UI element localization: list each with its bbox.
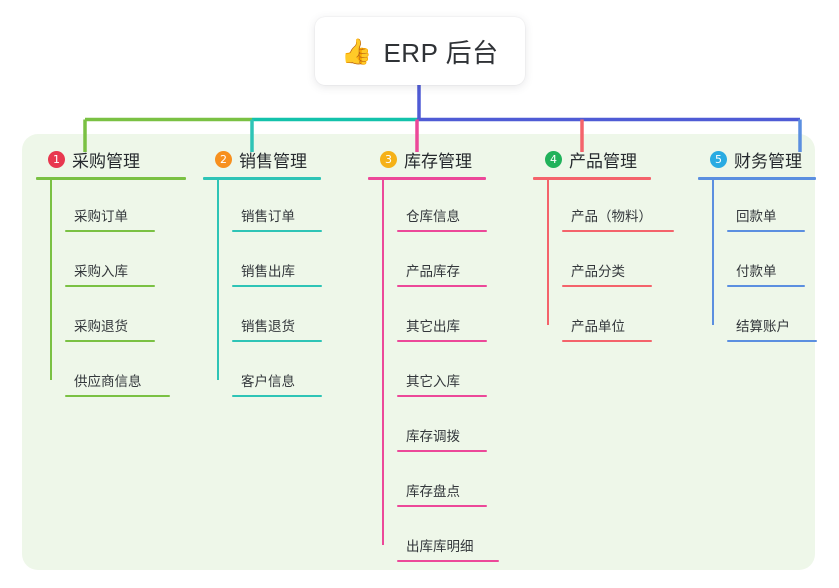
leaf-node-underline (65, 395, 170, 397)
leaf-node-label: 结算账户 (736, 319, 790, 334)
root-node-title: ERP 后台 (383, 37, 499, 68)
leaf-node[interactable]: 销售退货 (232, 314, 322, 348)
leaf-node-label: 回款单 (736, 209, 777, 224)
leaf-node-label: 客户信息 (241, 374, 295, 389)
leaf-node[interactable]: 结算账户 (727, 314, 817, 348)
branch-column-2: 2 销售管理销售订单销售出库销售退货客户信息 (203, 146, 322, 403)
branch-badge-5: 5 (710, 150, 727, 168)
leaf-node[interactable]: 其它入库 (397, 369, 487, 403)
branch-title-1: 采购管理 (72, 151, 140, 171)
leaf-node-underline (727, 340, 817, 342)
leaf-node-label: 其它出库 (406, 319, 460, 334)
leaf-node-underline (65, 230, 155, 232)
leaf-node-underline (397, 560, 499, 562)
branch-header-1[interactable]: 1 采购管理 (36, 146, 186, 172)
branch-children-2: 销售订单销售出库销售退货客户信息 (203, 180, 322, 403)
leaf-node-underline (232, 285, 322, 287)
leaf-node[interactable]: 库存调拨 (397, 424, 487, 458)
leaf-node-underline (397, 395, 487, 397)
branch-title-4: 产品管理 (569, 151, 637, 171)
branch-underline-4 (533, 177, 651, 180)
leaf-node[interactable]: 仓库信息 (397, 204, 487, 238)
leaf-node-underline (397, 285, 487, 287)
leaf-node-underline (232, 340, 322, 342)
branch-underline-1 (36, 177, 186, 180)
leaf-node-label: 其它入库 (406, 374, 460, 389)
branch-badge-2: 2 (215, 150, 232, 168)
leaf-node[interactable]: 产品（物料） (562, 204, 674, 238)
leaf-node[interactable]: 产品单位 (562, 314, 652, 348)
branch-children-4: 产品（物料） 产品分类产品单位 (533, 180, 674, 348)
leaf-node[interactable]: 客户信息 (232, 369, 322, 403)
leaf-node-label: 销售出库 (241, 264, 295, 279)
leaf-node-label: 采购订单 (74, 209, 128, 224)
leaf-node[interactable]: 产品库存 (397, 259, 487, 293)
leaf-node-label: 销售订单 (241, 209, 295, 224)
leaf-node-underline (397, 450, 487, 452)
leaf-node[interactable]: 付款单 (727, 259, 805, 293)
leaf-node-underline (397, 230, 487, 232)
leaf-node[interactable]: 库存盘点 (397, 479, 487, 513)
branch-badge-3: 3 (380, 150, 397, 168)
leaf-node-label: 采购入库 (74, 264, 128, 279)
leaf-node-label: 库存盘点 (406, 484, 460, 499)
leaf-node-label: 供应商信息 (74, 374, 142, 389)
leaf-node-label: 产品库存 (406, 264, 460, 279)
leaf-node-label: 库存调拨 (406, 429, 460, 444)
branch-column-3: 3 库存管理仓库信息产品库存其它出库其它入库库存调拨库存盘点出库库明细 (368, 146, 499, 565)
leaf-node-label: 出库库明细 (406, 539, 474, 554)
leaf-node[interactable]: 销售出库 (232, 259, 322, 293)
branch-children-5: 回款单付款单结算账户 (698, 180, 817, 348)
branch-column-1: 1 采购管理采购订单采购入库采购退货供应商信息 (36, 146, 186, 400)
leaf-node-underline (727, 285, 805, 287)
leaf-node-underline (727, 230, 805, 232)
leaf-node-label: 产品单位 (571, 319, 625, 334)
leaf-node[interactable]: 采购退货 (65, 314, 155, 348)
leaf-node[interactable]: 其它出库 (397, 314, 487, 348)
branch-children-3: 仓库信息产品库存其它出库其它入库库存调拨库存盘点出库库明细 (368, 180, 499, 565)
leaf-node-label: 采购退货 (74, 319, 128, 334)
leaf-node-underline (232, 230, 322, 232)
leaf-node-underline (562, 340, 652, 342)
branch-underline-3 (368, 177, 486, 180)
leaf-node-label: 产品分类 (571, 264, 625, 279)
branch-badge-4: 4 (545, 150, 562, 168)
leaf-node[interactable]: 采购入库 (65, 259, 155, 293)
leaf-node[interactable]: 销售订单 (232, 204, 322, 238)
branch-header-2[interactable]: 2 销售管理 (203, 146, 321, 172)
leaf-node-underline (562, 230, 674, 232)
branch-title-3: 库存管理 (404, 151, 472, 171)
branch-badge-1: 1 (48, 150, 65, 168)
leaf-node-underline (232, 395, 322, 397)
leaf-node[interactable]: 产品分类 (562, 259, 652, 293)
root-node[interactable]: 👍 ERP 后台 (315, 17, 525, 85)
leaf-node-label: 销售退货 (241, 319, 295, 334)
branch-children-1: 采购订单采购入库采购退货供应商信息 (36, 180, 186, 400)
leaf-node[interactable]: 回款单 (727, 204, 805, 238)
leaf-node-label: 付款单 (736, 264, 777, 279)
branch-title-2: 销售管理 (239, 151, 307, 171)
branch-column-4: 4 产品管理产品（物料） 产品分类产品单位 (533, 146, 674, 348)
leaf-node-label: 仓库信息 (406, 209, 460, 224)
leaf-node-label: 产品（物料） (571, 209, 652, 224)
leaf-node-underline (562, 285, 652, 287)
diagram-panel (22, 134, 815, 570)
branch-header-3[interactable]: 3 库存管理 (368, 146, 486, 172)
leaf-node-underline (65, 340, 155, 342)
leaf-node[interactable]: 供应商信息 (65, 369, 170, 403)
leaf-node-underline (397, 505, 487, 507)
leaf-node[interactable]: 出库库明细 (397, 534, 499, 568)
thumbs-up-icon: 👍 (341, 36, 373, 66)
leaf-node-underline (65, 285, 155, 287)
branch-column-5: 5 财务管理回款单付款单结算账户 (698, 146, 817, 348)
branch-title-5: 财务管理 (734, 151, 802, 171)
leaf-node[interactable]: 采购订单 (65, 204, 155, 238)
branch-header-4[interactable]: 4 产品管理 (533, 146, 651, 172)
branch-underline-2 (203, 177, 321, 180)
branch-underline-5 (698, 177, 816, 180)
branch-header-5[interactable]: 5 财务管理 (698, 146, 816, 172)
leaf-node-underline (397, 340, 487, 342)
